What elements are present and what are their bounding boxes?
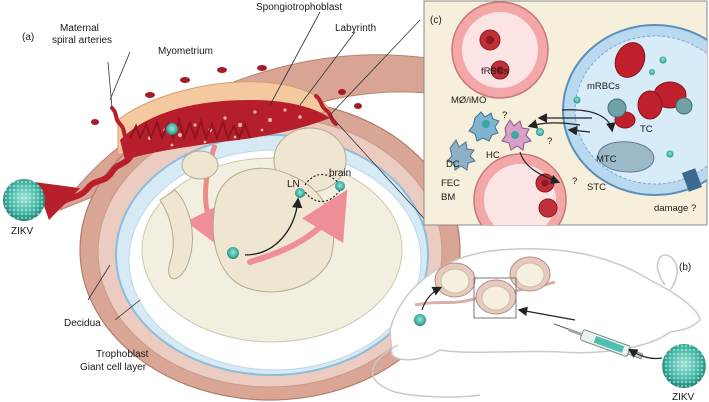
embryo-2 [475, 279, 517, 315]
hc-label: HC [486, 150, 500, 161]
panel-c-label: (c) [430, 15, 442, 26]
damage-label: damage ? [654, 203, 696, 214]
trophoblast-label-2: Giant cell layer [80, 362, 147, 373]
brain-label: brain [329, 168, 351, 179]
zikv-to-syringe-arrow [627, 348, 663, 360]
umbilical-cord [185, 144, 222, 249]
syringe-arrow [517, 306, 576, 321]
fec-label: FEC [441, 178, 460, 189]
frbcs-label: fRBCs [481, 66, 509, 77]
mouse-virus-arrow [421, 286, 443, 311]
zikv-virion-left [3, 179, 45, 221]
virus-to-ln-arrow [244, 197, 303, 256]
ln-brain-dotted [304, 173, 341, 186]
mrbcs-label: mRBCs [587, 81, 620, 92]
mo-imo-label: MØ/iMO [451, 95, 486, 106]
zikv-label-left: ZIKV [11, 226, 34, 237]
trophoblast-label-1: Trophoblast [96, 349, 149, 360]
inset-virions [536, 56, 674, 158]
zikv-label-right: ZIKV [672, 392, 695, 402]
virus-placenta [166, 123, 178, 135]
dendritic-cell [446, 139, 476, 171]
mouse-panel: (b) ZIKV [372, 248, 706, 402]
ln-label: LN [287, 179, 300, 190]
myometrium-label: Myometrium [158, 46, 213, 57]
bm-label: BM [441, 192, 455, 203]
tc-cell [607, 98, 627, 118]
question-1: ? [502, 110, 507, 121]
dc-label: DC [446, 159, 460, 170]
embryo-3 [509, 256, 551, 292]
virus-ln [295, 188, 305, 198]
embryo-highlight-box [473, 277, 517, 319]
decidua-label: Decidua [64, 318, 101, 329]
spiral-artery-2 [110, 106, 130, 142]
ln-brain-dotted-2 [304, 189, 341, 203]
myometrium-vessels [91, 65, 362, 125]
spiral-artery-3 [314, 94, 338, 126]
macrophage-cell [468, 111, 500, 142]
virus-brain [335, 181, 345, 191]
fetal-spread-arrow [247, 189, 348, 265]
tc-cell-2 [675, 97, 693, 115]
mouse-ear [656, 254, 678, 291]
maternal-rbcs [614, 42, 687, 129]
leader-lines [87, 11, 431, 321]
panel-a-label: (a) [22, 32, 34, 43]
tc-label: TC [640, 124, 653, 135]
zikv-virion-right [662, 344, 706, 388]
embryo-1 [434, 262, 476, 298]
inset-panel: (c) fRBCs mRBCs MØ/iMO ? ? ? DC HC TC MT… [423, 0, 708, 226]
maternal-label-1: Maternal [60, 23, 99, 34]
virus-mouse [414, 314, 426, 326]
inset-arrows [519, 109, 616, 184]
mouse-tail [372, 344, 481, 398]
fetal-vessel-top [451, 1, 549, 99]
labyrinth-label: Labyrinth [335, 23, 376, 34]
mtc-label: MTC [596, 154, 617, 165]
labyrinth-villi [129, 116, 251, 142]
spongiotrophoblast-label: Spongiotrophoblast [256, 2, 342, 13]
uterus-diagram: (a) Maternal spiral arteries Myometrium … [3, 2, 561, 401]
hofbauer-cell [501, 119, 532, 151]
panel-b-label: (b) [679, 262, 691, 273]
maternal-label-2: spiral arteries [52, 35, 112, 46]
question-3: ? [572, 176, 577, 187]
question-2: ? [547, 136, 552, 147]
virus-fetus [227, 247, 239, 259]
fetal-vessel-bottom [473, 153, 567, 225]
stc-label: STC [587, 182, 606, 193]
mtc-cell [597, 141, 655, 173]
